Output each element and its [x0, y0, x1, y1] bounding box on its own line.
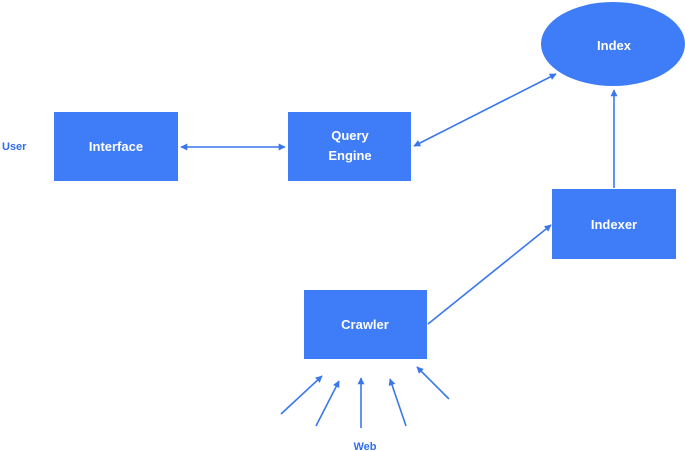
web-arrow-1 [280, 375, 323, 415]
web-arrow-5 [416, 366, 450, 400]
interface-label: Interface [89, 139, 143, 154]
query-engine-box [288, 112, 411, 181]
interface-box [54, 112, 178, 181]
index-ellipse [541, 2, 685, 86]
user-label: User [2, 141, 27, 153]
query-engine-node: Query Engine [288, 112, 411, 181]
web-label: Web [353, 441, 376, 451]
web-arrow-2 [315, 380, 340, 427]
web-input-arrows [280, 366, 450, 428]
index-label: Index [597, 38, 632, 53]
indexer-box [552, 189, 676, 259]
query-engine-label-line2: Engine [328, 148, 371, 163]
edge-query-engine-index [413, 73, 557, 147]
web-arrow-4 [388, 378, 407, 427]
indexer-node: Indexer [552, 189, 676, 259]
edge-crawler-indexer [427, 224, 552, 325]
crawler-label: Crawler [341, 317, 389, 332]
index-node: Index [541, 2, 685, 86]
crawler-box [304, 290, 427, 359]
interface-node: Interface [54, 112, 178, 181]
indexer-label: Indexer [591, 217, 637, 232]
query-engine-label-line1: Query [331, 128, 369, 143]
crawler-node: Crawler [304, 290, 427, 359]
